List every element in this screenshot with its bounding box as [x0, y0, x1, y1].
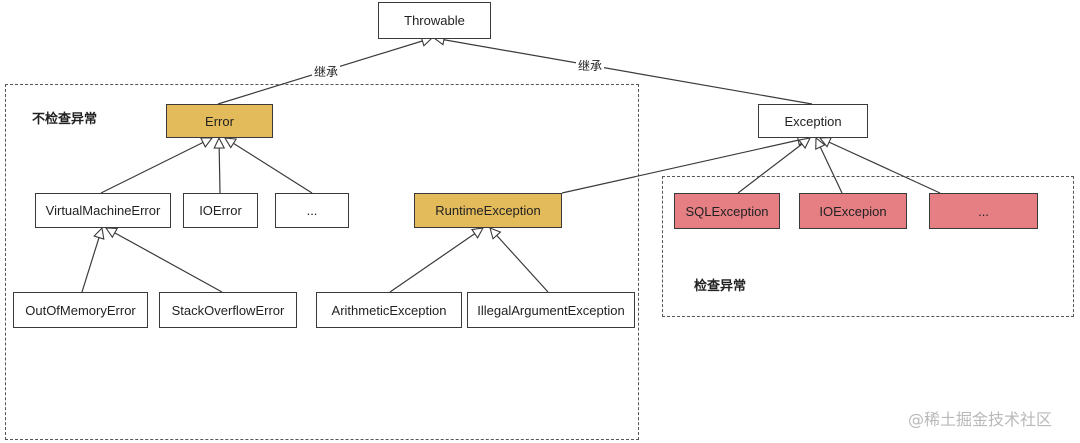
edge-exceptionmore-to-exception	[820, 138, 941, 194]
node-out-of-memory-error: OutOfMemoryError	[13, 292, 148, 328]
edge-sql-to-exception	[737, 138, 810, 194]
edge-oom-to-vmerror	[81, 228, 102, 293]
edge-label-error-inherit: 继承	[312, 63, 341, 80]
node-runtime-exception: RuntimeException	[414, 193, 562, 228]
edge-soe-to-vmerror	[106, 228, 223, 293]
checked-exceptions-title: 检查异常	[694, 279, 747, 294]
edge-vmerror-to-error	[100, 138, 212, 194]
node-error: Error	[166, 104, 273, 138]
node-stack-overflow-error: StackOverflowError	[159, 292, 297, 328]
node-io-excepion: IOExcepion	[799, 193, 907, 229]
edge-runtime-to-exception	[561, 138, 808, 194]
edge-ioerror-to-error	[219, 138, 220, 194]
node-illegal-argument-exception: IllegalArgumentException	[467, 292, 635, 328]
watermark-text: @稀土掘金技术社区	[908, 410, 1053, 429]
node-exception-more: ...	[929, 193, 1038, 229]
unchecked-exceptions-group	[5, 84, 639, 440]
checked-exceptions-group	[662, 176, 1074, 317]
node-arithmetic-exception: ArithmeticException	[316, 292, 462, 328]
edge-illegal-to-runtime	[490, 228, 549, 293]
edge-errormore-to-error	[225, 138, 313, 194]
node-exception: Exception	[758, 104, 868, 138]
unchecked-exceptions-title: 不检查异常	[32, 112, 98, 127]
node-throwable: Throwable	[378, 2, 491, 39]
edge-label-exception-inherit: 继承	[576, 57, 605, 74]
node-error-more: ...	[275, 193, 349, 228]
edge-exception-to-throwable	[434, 38, 813, 105]
node-io-error: IOError	[183, 193, 258, 228]
node-virtual-machine-error: VirtualMachineError	[35, 193, 171, 228]
edge-arith-to-runtime	[389, 228, 483, 293]
node-sql-exception: SQLException	[674, 193, 780, 229]
